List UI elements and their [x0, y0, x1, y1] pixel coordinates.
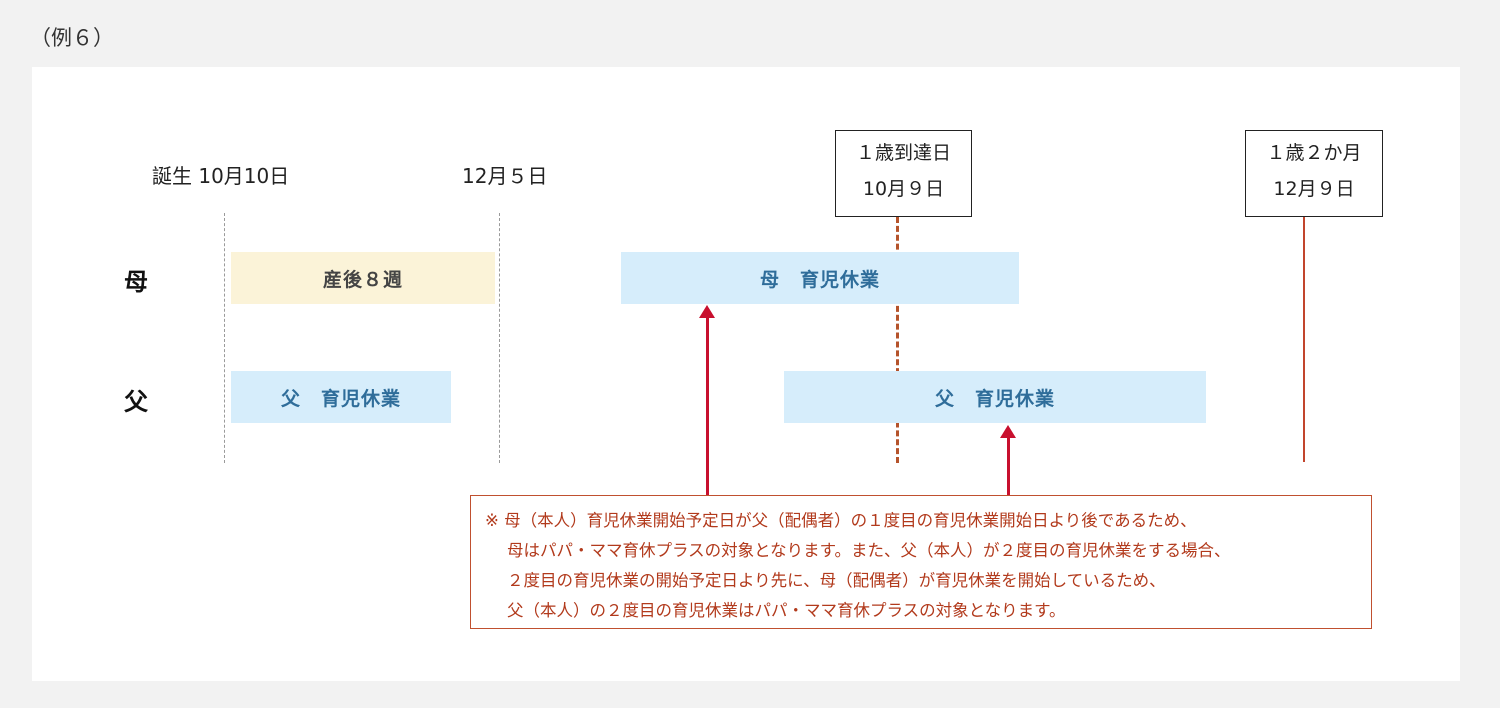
dec5-date-label: 12月５日: [462, 164, 548, 188]
father-row-label: 父: [124, 388, 148, 416]
mother-leave-arrow: [706, 316, 709, 496]
age1-2m-milestone-title: １歳２か月: [1266, 142, 1362, 164]
age1-2m-milestone-box: １歳２か月 12月９日: [1245, 130, 1383, 217]
dec5-guide-line: [499, 213, 500, 463]
example-title: （例６）: [30, 26, 114, 50]
note-line-4: 父（本人）の２度目の育児休業はパパ・ママ育休プラスの対象となります。: [507, 601, 1066, 620]
age1-guide-line: [896, 217, 899, 463]
note-line-1: ※ 母（本人）育児休業開始予定日が父（配偶者）の１度目の育児休業開始日より後であ…: [485, 511, 1197, 530]
mother-row-label: 母: [124, 268, 148, 296]
father-leave-arrow: [1007, 436, 1010, 496]
arrow-up-icon: [699, 305, 715, 318]
note-line-2: 母はパパ・ママ育休プラスの対象となります。また、父（本人）が２度目の育児休業をす…: [507, 541, 1231, 560]
birth-guide-line: [224, 213, 225, 463]
age1-milestone-date: 10月９日: [862, 178, 945, 200]
age1-milestone-title: １歳到達日: [855, 142, 951, 164]
age1-2m-guide-line: [1303, 217, 1305, 462]
mother-leave-bar: 母 育児休業: [621, 252, 1019, 304]
arrow-up-icon: [1000, 425, 1016, 438]
birth-date-label: 誕生 10月10日: [152, 164, 290, 188]
note-box: ※ 母（本人）育児休業開始予定日が父（配偶者）の１度目の育児休業開始日より後であ…: [470, 495, 1372, 629]
father-leave-bar-2: 父 育児休業: [784, 371, 1206, 423]
note-line-3: ２度目の育児休業の開始予定日より先に、母（配偶者）が育児休業を開始しているため、: [507, 571, 1166, 590]
postpartum-bar: 産後８週: [231, 252, 495, 304]
age1-milestone-box: １歳到達日 10月９日: [835, 130, 972, 217]
age1-2m-milestone-date: 12月９日: [1273, 178, 1355, 200]
father-leave-bar-1: 父 育児休業: [231, 371, 451, 423]
